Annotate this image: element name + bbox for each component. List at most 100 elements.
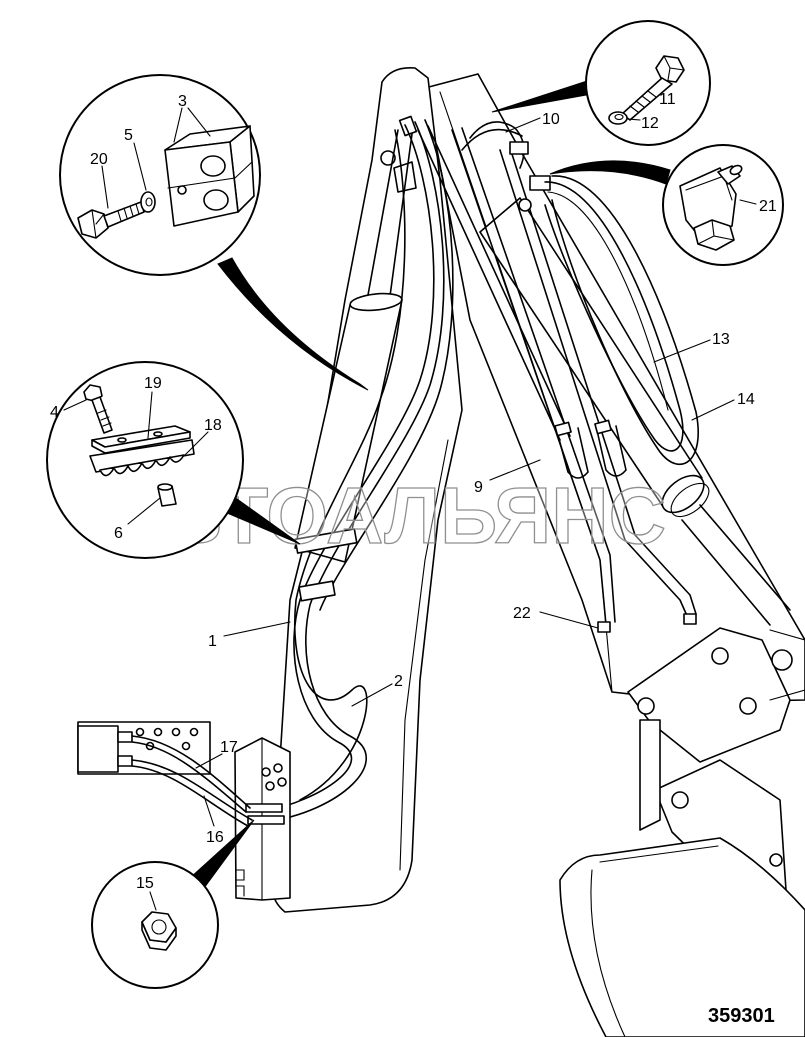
u-bend-fitting-b — [594, 419, 612, 435]
clamp-3-split-line — [167, 161, 253, 189]
top-hose-loop-b — [461, 128, 523, 151]
callout-22: 22 — [513, 605, 531, 622]
hose-2-a — [294, 129, 406, 801]
clamp-3-front-face — [164, 141, 239, 227]
fitting-21 — [679, 164, 743, 251]
hose-16 — [131, 759, 253, 827]
hose-13 — [544, 181, 684, 452]
main-callouts: 10 13 14 9 22 1 2 17 16 — [195, 111, 755, 846]
bolt-20-threads — [117, 203, 140, 222]
leader-wedge-top-left — [217, 257, 369, 391]
top-bolt — [518, 198, 532, 212]
manifold-end-cap — [77, 725, 119, 773]
leader-17 — [195, 753, 223, 769]
linkage-side-bar — [769, 629, 805, 701]
part-6 — [157, 483, 177, 507]
washer-12-outer — [608, 111, 628, 125]
manifold-port-2 — [117, 755, 133, 767]
manifold-port-1 — [117, 731, 133, 743]
callout-6: 6 — [114, 525, 123, 542]
leader-wedge-right — [549, 160, 671, 185]
leader-6 — [127, 497, 161, 525]
bolt-20 — [77, 201, 145, 239]
bucket-inner-edge — [590, 869, 626, 1037]
clamp-3-bore-upper — [200, 155, 226, 177]
dipper-cylinder-rod — [681, 504, 791, 626]
hose-clamp-upper — [294, 528, 358, 554]
top-fitting-a — [509, 141, 529, 155]
pipe-right-b — [509, 147, 697, 615]
callout-1: 1 — [208, 633, 217, 650]
manifold-hole-2 — [153, 727, 163, 737]
figure-number: 359301 — [708, 1005, 775, 1027]
leader-10 — [505, 117, 541, 133]
pipe-22-a — [451, 129, 607, 626]
bolt-11 — [621, 55, 685, 121]
pipe-right-a — [499, 149, 689, 619]
boom-base-hole-3 — [265, 781, 275, 791]
washer-5-hole — [145, 197, 153, 207]
u-bend-pipe-a — [555, 427, 589, 479]
hose-13-inner — [547, 191, 669, 411]
leader-18 — [183, 431, 209, 457]
bolt-11-head-facet — [663, 55, 685, 81]
callout-16: 16 — [206, 829, 224, 846]
manifold-hole-6 — [181, 741, 191, 751]
linkage-bolt-3 — [637, 697, 655, 715]
inset-clamp-block: 3 5 20 — [59, 74, 261, 276]
manifold-block — [77, 721, 253, 827]
pipe-right-fitting — [683, 613, 697, 625]
bolt-4 — [83, 384, 113, 434]
callout-3: 3 — [178, 93, 187, 110]
boom-cylinder — [294, 129, 413, 563]
leader-4 — [63, 399, 87, 411]
top-hose-clamp — [398, 115, 418, 137]
leader-3-b — [187, 107, 211, 137]
callout-11: 11 — [659, 91, 676, 108]
washer-12-hole — [614, 113, 624, 121]
linkage-bolt-1 — [711, 647, 729, 665]
linkage-bolt-4 — [671, 791, 689, 809]
callout-20: 20 — [90, 151, 108, 168]
hose-14 — [551, 175, 699, 465]
leader-3-a — [173, 107, 183, 143]
nut-15 — [141, 911, 177, 951]
dipper-pipes — [417, 125, 697, 633]
hoses-13-14 — [544, 175, 699, 465]
bucket — [559, 837, 805, 1037]
linkage-link — [639, 719, 661, 831]
plate-19-edge — [91, 431, 191, 454]
hose-2-b — [319, 119, 454, 611]
leader-22 — [539, 611, 599, 629]
leader-21 — [739, 199, 757, 205]
callout-2: 2 — [394, 673, 403, 690]
leader-wedge-top-right — [491, 79, 593, 113]
nut-15-bore — [151, 919, 167, 935]
boom-base-hole-1 — [261, 767, 271, 777]
linkage-pin-right — [771, 649, 793, 671]
pipe-9-a — [417, 129, 561, 441]
u-bend-pipe-b — [595, 425, 627, 477]
clamp-3-bolt-hole — [177, 185, 187, 195]
inset-bolt-washer: 11 12 — [585, 20, 711, 146]
clamp-18 — [89, 439, 195, 477]
manifold-hole-4 — [189, 727, 199, 737]
bucket-rim — [599, 845, 719, 863]
bolt-11-threads — [629, 90, 657, 113]
callout-19: 19 — [144, 375, 162, 392]
inset-nut: 15 — [91, 861, 219, 989]
part-6-top — [157, 483, 173, 491]
bolt-20-shank — [103, 201, 145, 228]
callout-21: 21 — [759, 198, 777, 215]
linkage-bolt-6 — [769, 853, 783, 867]
leader-12 — [627, 118, 641, 121]
callout-15: 15 — [136, 875, 154, 892]
leader-1 — [223, 621, 291, 637]
pipe-22-b — [461, 127, 616, 623]
leader-19 — [147, 391, 153, 439]
boom-base-hole-4 — [277, 777, 287, 787]
bolt-20-head-facet — [91, 209, 105, 239]
pipe-9-b — [427, 125, 571, 437]
boom-base-fitting-2 — [247, 815, 285, 825]
